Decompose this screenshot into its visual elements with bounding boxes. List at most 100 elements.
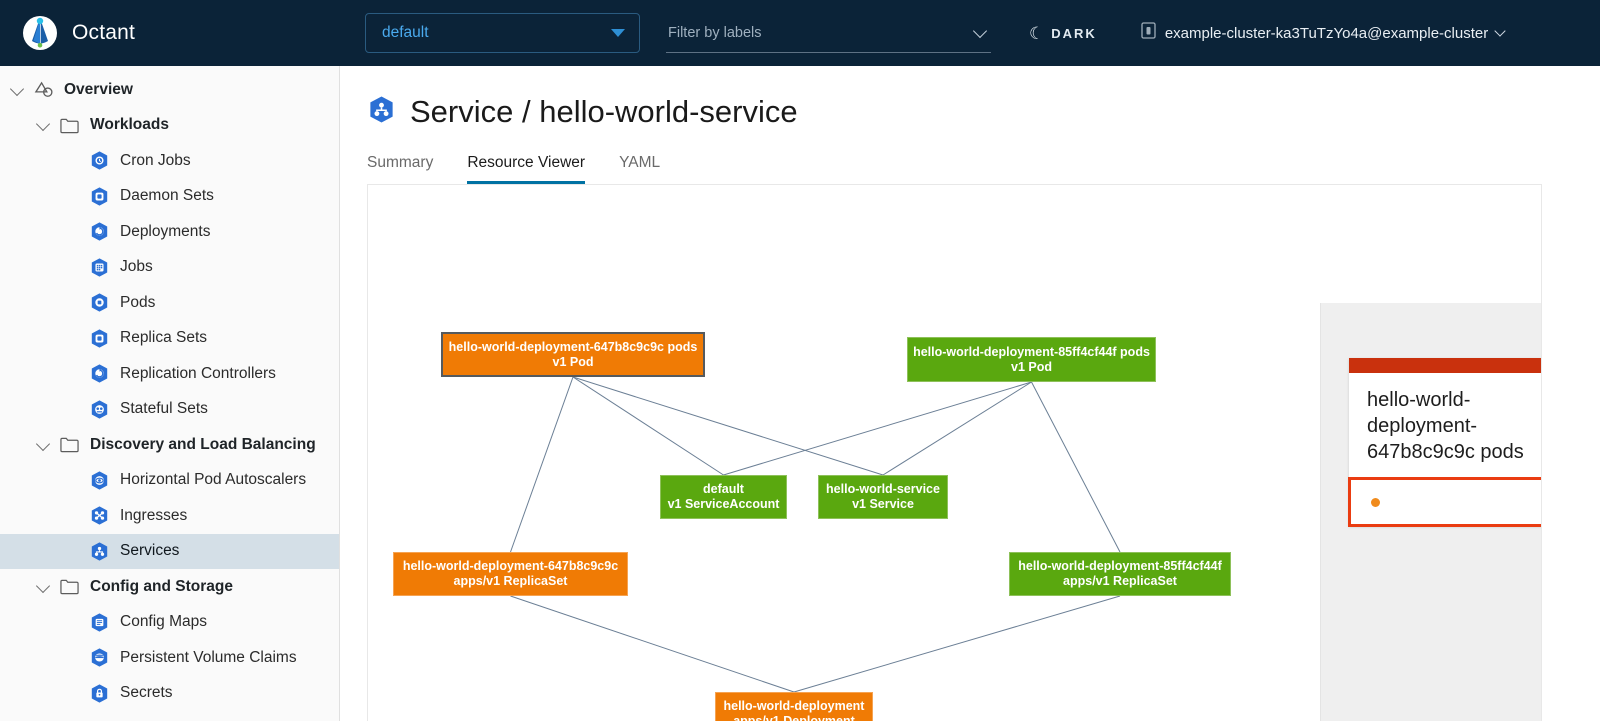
sidebar-item-label: Config and Storage (90, 577, 233, 595)
sidebar-item-secrets[interactable]: Secrets (0, 676, 339, 712)
sidebar-item-jobs[interactable]: Jobs (0, 250, 339, 286)
label-filter-input[interactable]: Filter by labels (666, 13, 991, 53)
chevron-down-icon[interactable] (34, 435, 54, 455)
sidebar-item-label: Daemon Sets (120, 187, 214, 205)
graph-edges (510, 376, 1121, 693)
theme-toggle-label: DARK (1051, 25, 1097, 41)
sidebar-item-label: Cron Jobs (120, 151, 191, 169)
sidebar-item-label: Config Maps (120, 613, 208, 631)
chevron-down-icon (1496, 29, 1505, 38)
sidebar-item-horizontal-pod-autoscalers[interactable]: Horizontal Pod Autoscalers (0, 463, 339, 499)
page-title-text: Service / hello-world-service (410, 94, 798, 129)
sidebar-item-deployments[interactable]: Deployments (0, 214, 339, 250)
main-content: Service / hello-world-service Summary Res… (341, 66, 1600, 721)
tab-bar[interactable]: Summary Resource Viewer YAML (367, 150, 1542, 185)
cronjob-icon (88, 150, 110, 172)
graph-node-name: hello-world-deployment-85ff4cf44f (1018, 559, 1222, 573)
sidebar-item-persistent-volume-claims[interactable]: Persistent Volume Claims (0, 640, 339, 676)
graph-node-kind: apps/v1 ReplicaSet (1063, 574, 1177, 588)
sidebar-item-workloads[interactable]: Workloads (0, 108, 339, 144)
sidebar-item-overview[interactable]: Overview (0, 72, 339, 108)
graph-node-name: hello-world-deployment-647b8c9c9c (402, 559, 619, 573)
sidebar-item-cron-jobs[interactable]: Cron Jobs (0, 143, 339, 179)
detail-card-accent-bar (1349, 358, 1541, 373)
chevron-down-icon[interactable] (34, 577, 54, 597)
chevron-down-icon (611, 29, 625, 37)
configmap-icon (88, 611, 110, 633)
secret-icon (88, 682, 110, 704)
pvc-icon (88, 647, 110, 669)
chevron-down-icon (974, 26, 987, 39)
graph-node-name: hello-world-deployment-85ff4cf44f pods (913, 344, 1150, 359)
hpa-icon (88, 469, 110, 491)
sidebar-item-label: Jobs (120, 258, 153, 276)
namespace-select[interactable]: default (365, 13, 640, 53)
folder-icon (58, 576, 80, 598)
tab-resource-viewer[interactable]: Resource Viewer (467, 150, 586, 184)
sidebar-item-replica-sets[interactable]: Replica Sets (0, 321, 339, 357)
sidebar-item-config-maps[interactable]: Config Maps (0, 605, 339, 641)
tab-yaml[interactable]: YAML (619, 154, 661, 171)
brand[interactable]: Octant (0, 15, 340, 51)
sidebar-item-discovery-and-load-balancing[interactable]: Discovery and Load Balancing (0, 427, 339, 463)
graph-node-name: hello-world-deployment-647b8c9c9c pods (448, 339, 698, 354)
detail-card[interactable]: hello-world-deployment-647b8c9c9c pods (1348, 358, 1541, 527)
pod-icon (88, 292, 110, 314)
sidebar-item-label: Persistent Volume Claims (120, 648, 297, 666)
sidebar-item-stateful-sets[interactable]: Stateful Sets (0, 392, 339, 428)
sidebar-item-label: Ingresses (120, 506, 188, 524)
sidebar-item-replication-controllers[interactable]: Replication Controllers (0, 356, 339, 392)
sidebar-item-label: Replication Controllers (120, 364, 276, 382)
graph-node-name: hello-world-service (826, 482, 940, 496)
label-filter-placeholder: Filter by labels (668, 24, 762, 41)
sidebar-item-daemon-sets[interactable]: Daemon Sets (0, 179, 339, 215)
detail-card-body[interactable] (1348, 477, 1541, 527)
service-icon (367, 95, 396, 129)
overview-icon (32, 79, 54, 101)
brand-name: Octant (72, 21, 136, 44)
cluster-label: example-cluster-ka3TuTzYo4a@example-clus… (1164, 24, 1489, 42)
cluster-icon (1141, 22, 1156, 44)
sidebar-item-label: Deployments (120, 222, 211, 240)
sidebar-item-services[interactable]: Services (0, 533, 339, 569)
sidebar-item-label: Replica Sets (120, 329, 208, 347)
sidebar-item-config-and-storage[interactable]: Config and Storage (0, 569, 339, 605)
cluster-selector[interactable]: example-cluster-ka3TuTzYo4a@example-clus… (1141, 22, 1505, 44)
sidebar-item-label: Overview (64, 80, 133, 98)
sidebar-item-pods[interactable]: Pods (0, 285, 339, 321)
graph-node-name: hello-world-deployment (723, 699, 865, 713)
namespace-select-value: default (382, 24, 429, 41)
graph-node-kind: v1 Pod (552, 354, 594, 369)
sidebar-item-label: Pods (120, 293, 156, 311)
theme-toggle-button[interactable]: ☾ DARK (1029, 25, 1097, 42)
sidebar-item-label: Horizontal Pod Autoscalers (120, 471, 307, 489)
pod-status-dot[interactable] (1371, 497, 1380, 507)
sidebar-item-label: Services (120, 542, 180, 560)
octant-logo-icon (22, 15, 58, 51)
sidebar-item-label: Stateful Sets (120, 400, 208, 418)
job-icon (88, 256, 110, 278)
statefulset-icon (88, 398, 110, 420)
top-header: Octant default Filter by labels ☾ DARK e… (0, 0, 1600, 66)
daemonset-icon (88, 185, 110, 207)
tab-summary[interactable]: Summary (367, 154, 434, 171)
graph-node-kind: v1 ServiceAccount (667, 497, 780, 511)
chevron-down-icon[interactable] (8, 80, 28, 100)
page-title: Service / hello-world-service (341, 66, 1600, 130)
chevron-down-icon[interactable] (34, 115, 54, 135)
sidebar-item-ingresses[interactable]: Ingresses (0, 498, 339, 534)
graph-node-kind: v1 Service (852, 497, 914, 511)
moon-icon: ☾ (1029, 23, 1045, 43)
sidebar-item-label: Workloads (90, 116, 169, 134)
deployment-icon (88, 221, 110, 243)
